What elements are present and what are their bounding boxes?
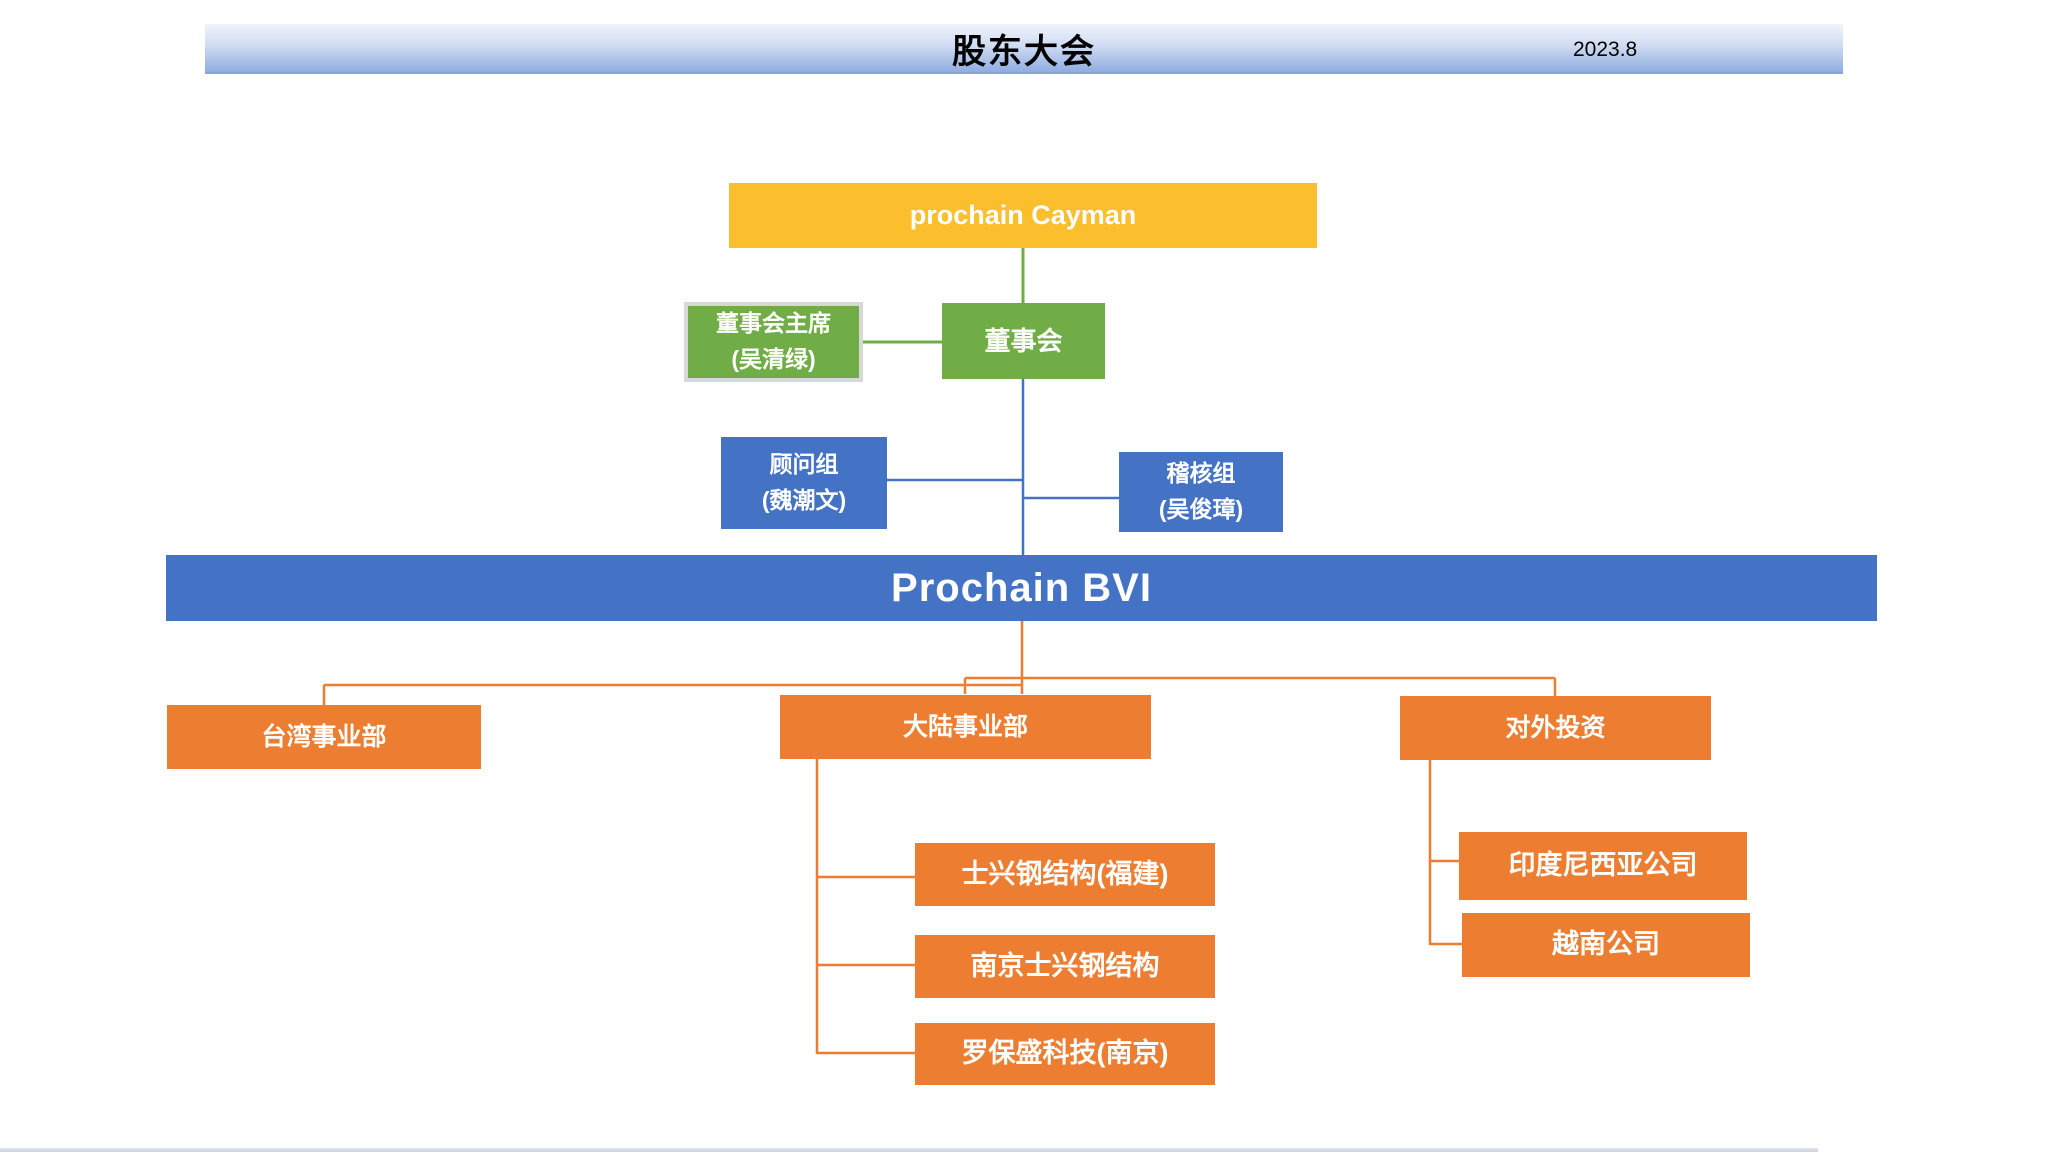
- node-nanjing-shixing-steel: 南京士兴钢结构: [915, 935, 1215, 998]
- node-label-line2: (魏潮文): [761, 487, 847, 513]
- node-label-line1: 稽核组: [1166, 460, 1236, 487]
- date-label: 2023.8: [1573, 38, 1638, 61]
- node-label: 印度尼西亚公司: [1508, 850, 1698, 881]
- page-title: 股东大会: [952, 32, 1096, 71]
- node-label: 越南公司: [1552, 929, 1660, 960]
- node-label-line1: 顾问组: [769, 451, 839, 478]
- node-label: 对外投资: [1505, 713, 1606, 742]
- node-label: 罗保盛科技(南京): [961, 1038, 1169, 1069]
- node-label: prochain Cayman: [909, 199, 1137, 230]
- node-label-line2: (吴清绿): [731, 346, 816, 372]
- node-shixing-steel-fujian: 士兴钢结构(福建): [915, 843, 1215, 906]
- node-label: 大陆事业部: [902, 712, 1028, 741]
- node-outbound-investment: 对外投资: [1400, 696, 1711, 760]
- node-label-line1: 董事会主席: [716, 310, 831, 337]
- node-board-chairman: 董事会主席 (吴清绿): [684, 302, 863, 382]
- node-board-of-directors: 董事会: [942, 303, 1105, 379]
- node-vietnam-company: 越南公司: [1462, 913, 1750, 977]
- node-label: 台湾事业部: [261, 722, 387, 751]
- node-label: Prochain BVI: [891, 566, 1152, 610]
- bottom-divider: [0, 1148, 1818, 1152]
- header-banner: 股东大会: [205, 24, 1843, 74]
- node-label: 士兴钢结构(福建): [961, 858, 1169, 889]
- node-audit-group: 稽核组 (吴俊璋): [1119, 452, 1283, 532]
- node-advisory-group: 顾问组 (魏潮文): [721, 437, 887, 529]
- node-prochain-cayman: prochain Cayman: [729, 183, 1317, 248]
- node-label-line2: (吴俊璋): [1158, 496, 1244, 522]
- node-label: 南京士兴钢结构: [970, 950, 1160, 981]
- node-mainland-division: 大陆事业部: [780, 695, 1151, 759]
- node-indonesia-company: 印度尼西亚公司: [1459, 832, 1747, 900]
- node-label: 董事会: [984, 325, 1063, 356]
- node-taiwan-division: 台湾事业部: [167, 705, 481, 769]
- node-luobaosheng-tech-nanjing: 罗保盛科技(南京): [915, 1023, 1215, 1085]
- node-prochain-bvi: Prochain BVI: [166, 555, 1877, 621]
